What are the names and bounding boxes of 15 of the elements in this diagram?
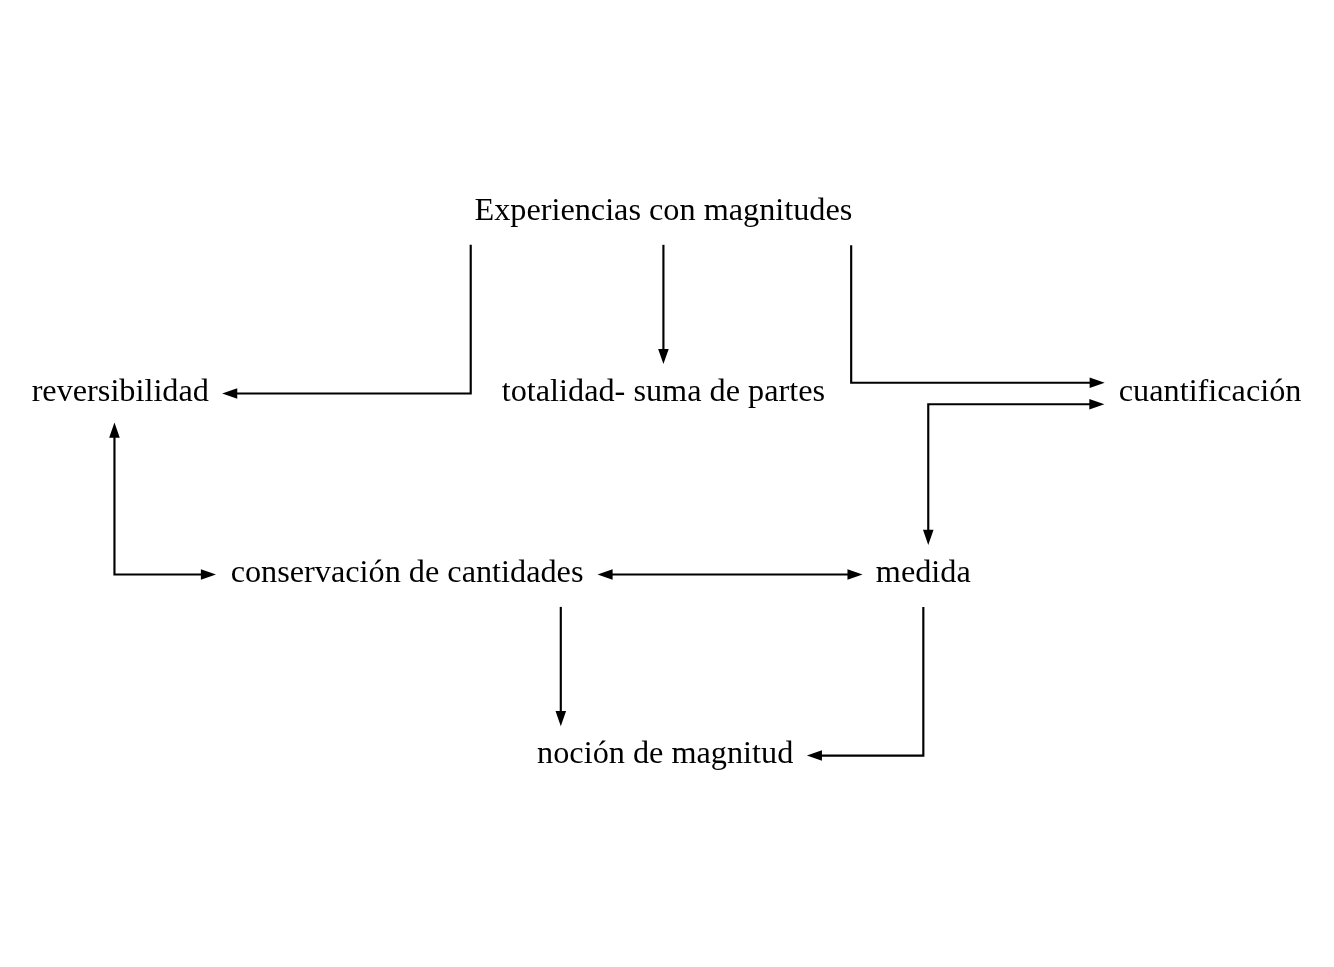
node-text: Experiencias con magnitudes xyxy=(474,190,853,227)
node-text: noción de magnitud xyxy=(537,733,794,770)
node-text: totalidad- suma de partes xyxy=(501,371,826,408)
arrow xyxy=(597,568,863,580)
node-text: cuantificación xyxy=(1118,371,1302,408)
arrow xyxy=(555,606,567,726)
arrow xyxy=(806,606,925,761)
node-text: conservación de cantidades xyxy=(230,552,584,589)
node-text: medida xyxy=(875,552,971,589)
arrow xyxy=(109,422,216,580)
arrow xyxy=(922,398,1105,545)
node-text: reversibilidad xyxy=(31,371,209,408)
arrow xyxy=(658,244,669,364)
arrow xyxy=(222,244,472,399)
arrow xyxy=(850,244,1105,388)
